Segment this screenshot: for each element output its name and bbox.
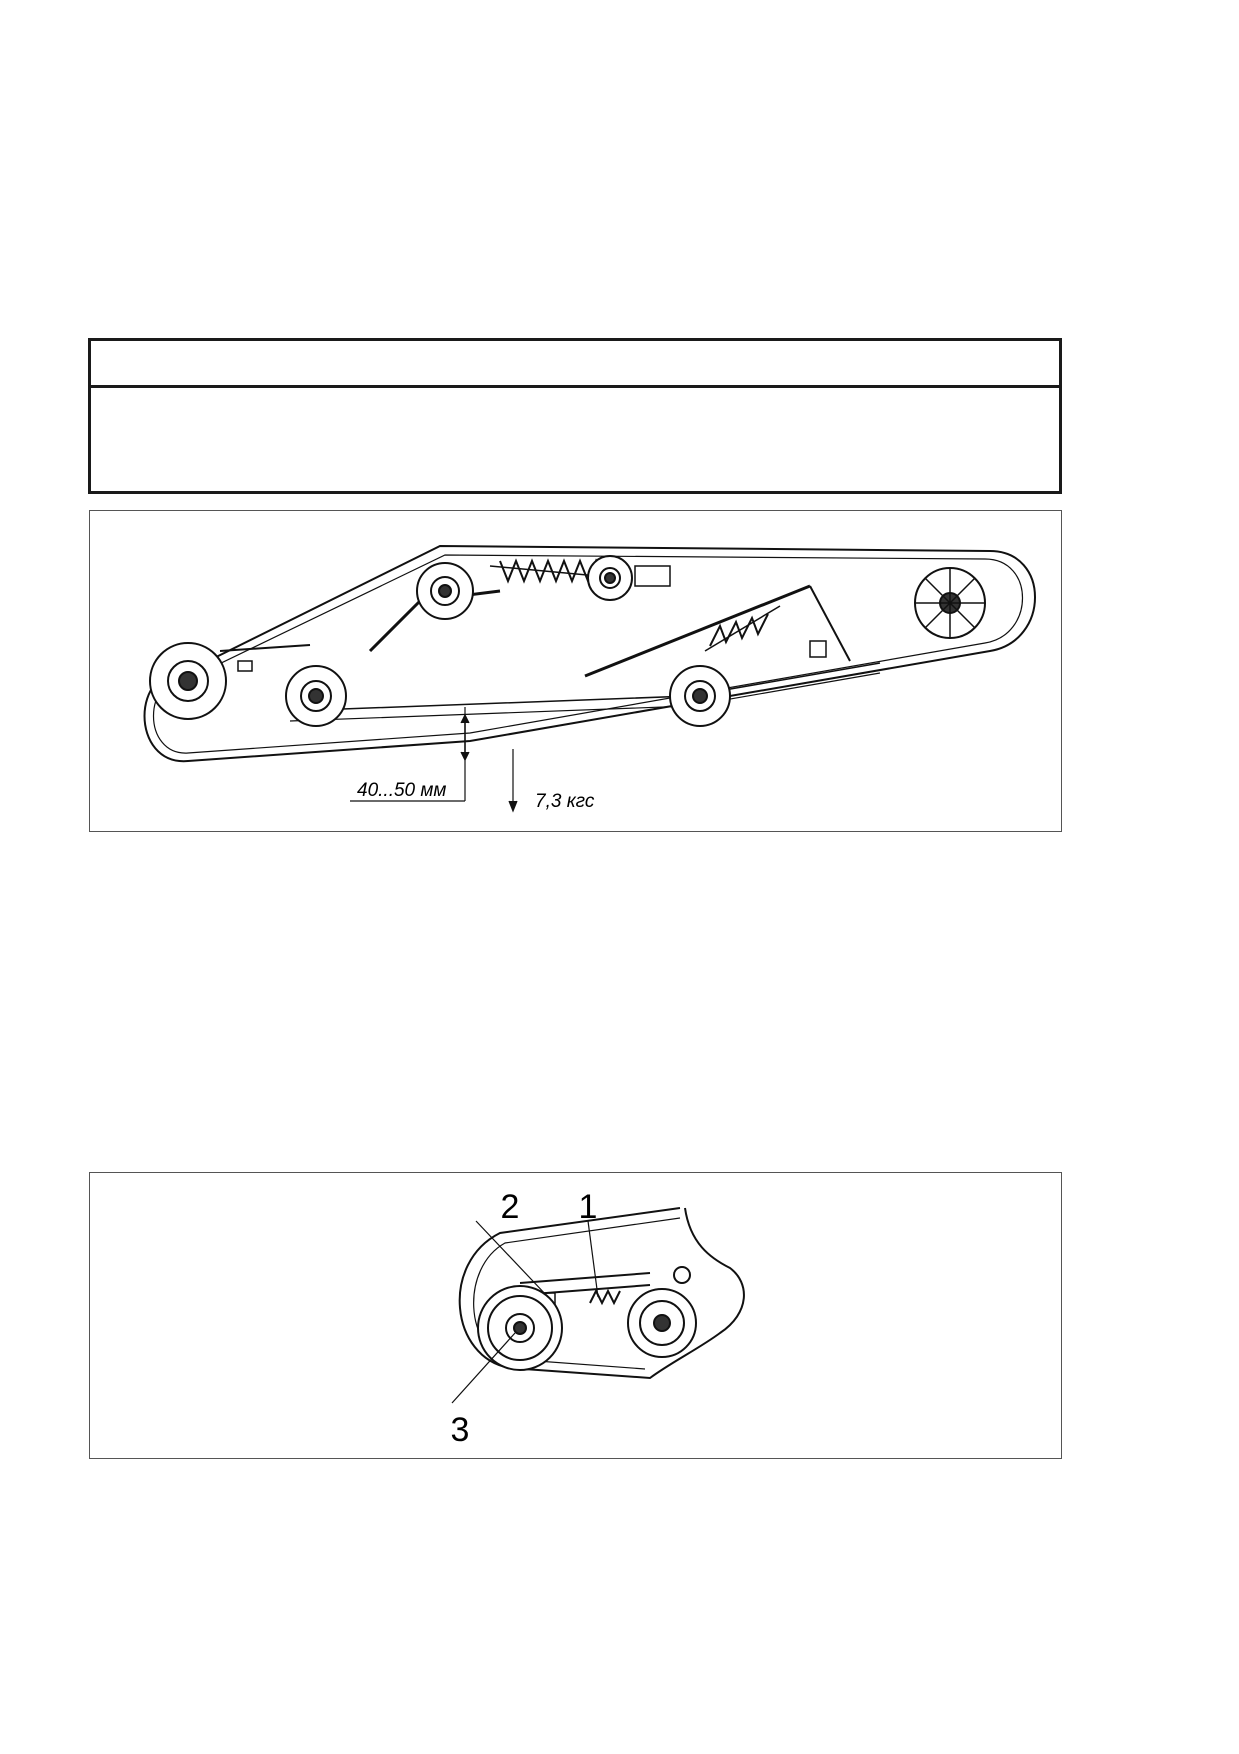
callout-2-label: 2 [501,1188,520,1226]
upper-idler-wheel [416,562,474,620]
callout-3-leader [451,1332,516,1404]
rear-idler-wheel-front [285,665,347,727]
suspension-figure: 40...50 мм 7,3 кгс [89,510,1062,832]
track-outer [143,544,1036,763]
dimension-label: 40...50 мм [357,780,446,801]
table-header-divider [91,385,1059,388]
note-table [88,338,1062,494]
tensioner-spring [589,1288,621,1306]
front-idler-wheel [477,1285,563,1371]
drive-sprocket [914,567,986,639]
rear-idler-wheel [627,1288,697,1358]
rear-wheel [669,665,731,727]
front-spring [499,558,605,584]
callout-1-leader [587,1220,599,1298]
force-arrow [508,800,518,813]
tensioner-rod [519,1272,651,1284]
suspension-drawing: 40...50 мм 7,3 кгс [143,544,1036,813]
force-label: 7,3 кгс [535,791,595,812]
mount-bolt [673,1266,691,1284]
track-inner [152,554,1024,754]
track-section [458,1207,745,1380]
shock-mount-wheel [587,555,633,601]
tensioner-detail-figure: 1 2 3 [89,1172,1062,1459]
rear-arm [584,584,811,678]
callout-1-label: 1 [579,1188,598,1226]
rear-spring [709,613,769,647]
slide-rail [289,662,881,712]
tensioner-drawing: 1 2 3 [451,1188,745,1449]
front-idler-wheel [149,642,227,720]
callout-3-label: 3 [451,1411,470,1449]
callout-2-leader [475,1220,549,1298]
